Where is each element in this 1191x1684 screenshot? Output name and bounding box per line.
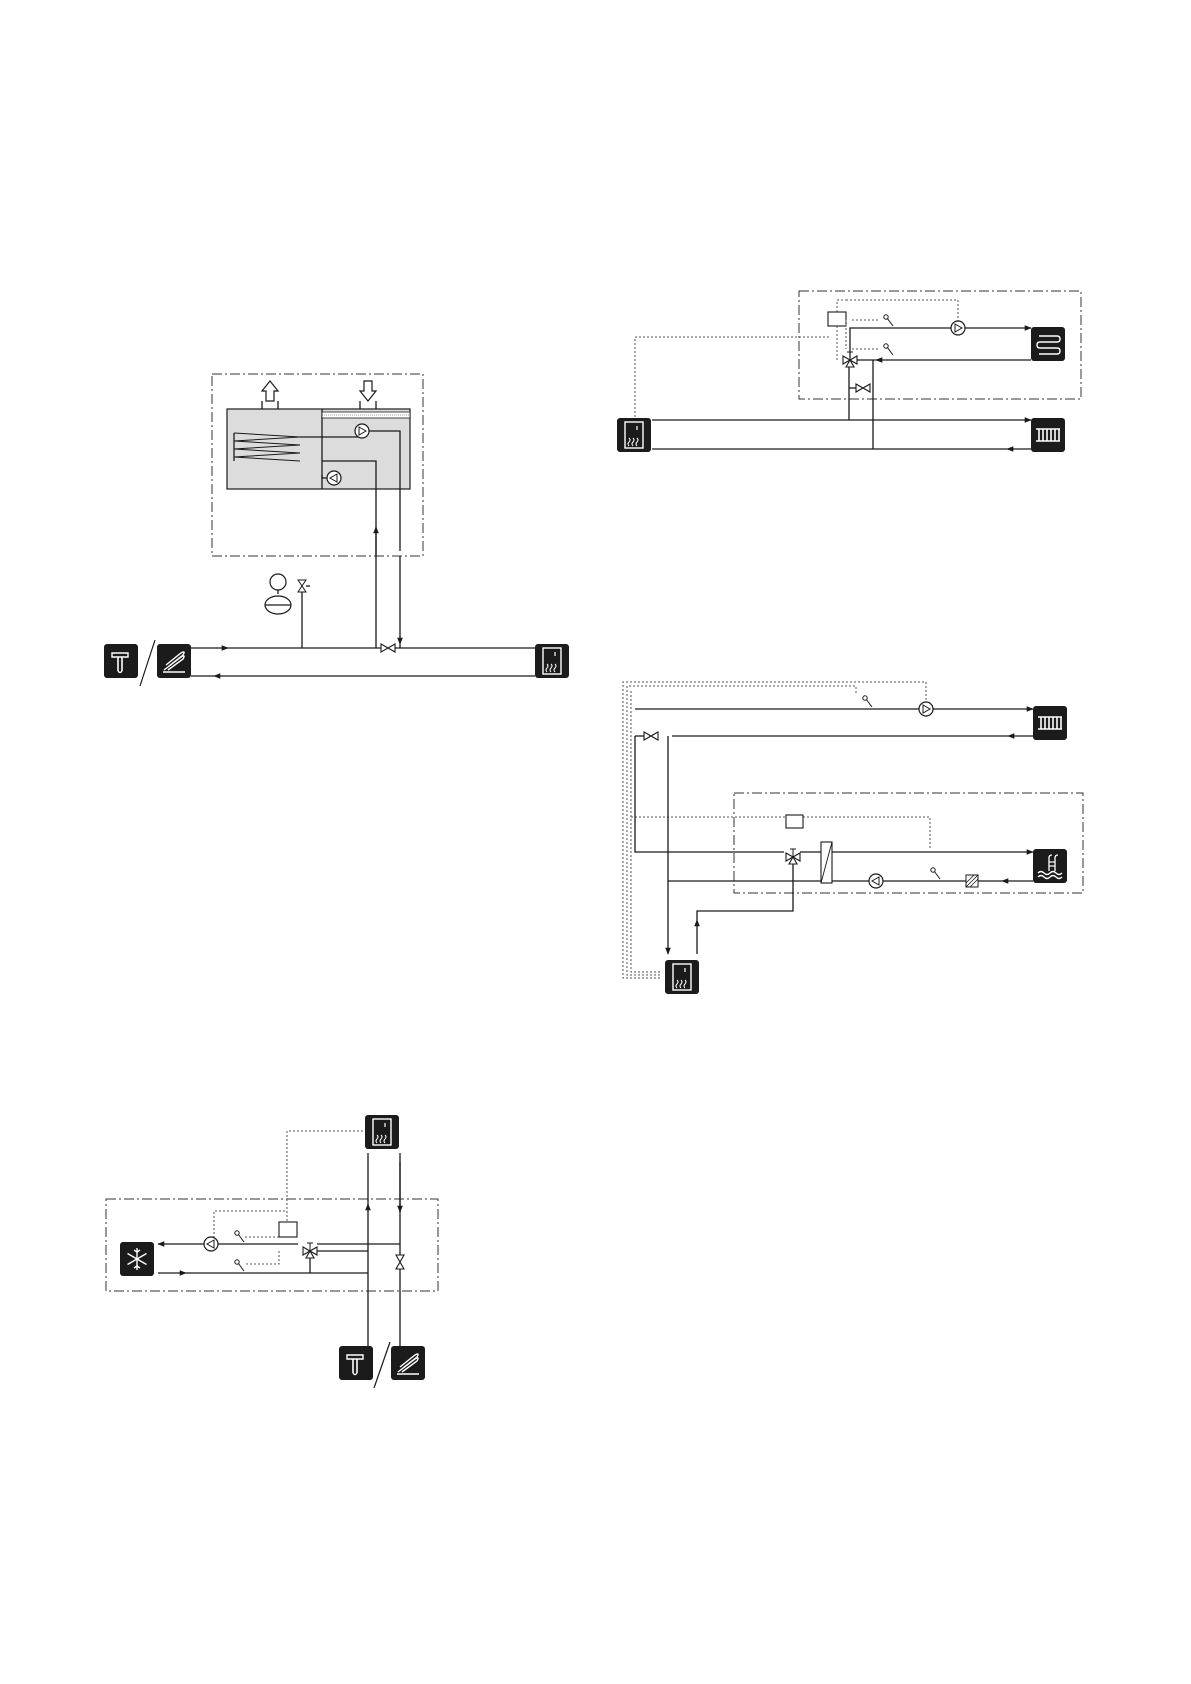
radiator-icon: [1033, 706, 1067, 740]
heat-pump-unit-icon: [665, 960, 699, 994]
temperature-sensor-icon: [931, 868, 940, 879]
control-unit: [828, 312, 846, 326]
temperature-sensor-icon: [235, 1260, 244, 1271]
ground-source-icon: [339, 1346, 373, 1380]
ground-collector-icon: [157, 644, 191, 678]
diagram-ventilation-recovery: [104, 374, 569, 686]
shutoff-valve-icon: [644, 732, 658, 740]
cooling-snowflake-icon: [120, 1242, 154, 1276]
temperature-sensor-icon: [884, 344, 893, 355]
temperature-sensor-icon: [884, 315, 893, 326]
pump-icon: [327, 471, 341, 485]
temperature-sensor-icon: [235, 1231, 244, 1242]
pump-icon: [951, 321, 965, 335]
module-boundary: [106, 1199, 438, 1291]
pump-icon: [355, 424, 369, 438]
heat-pump-unit-icon: [617, 418, 651, 452]
control-unit: [279, 1222, 297, 1237]
mixing-valve-icon: [843, 352, 857, 367]
diagram-pool-heating: [623, 682, 1083, 994]
bypass-valve-icon: [856, 384, 870, 392]
module-boundary: [734, 793, 1083, 893]
diagram-cooling: [106, 1115, 438, 1388]
mixing-valve-icon: [786, 849, 800, 864]
temperature-sensor-icon: [863, 696, 872, 707]
mixing-valve-icon: [303, 1243, 317, 1258]
heat-pump-unit-icon: [365, 1115, 399, 1149]
radiator-icon: [1031, 418, 1065, 452]
module-tank: [227, 409, 410, 489]
shutoff-valve-icon: [381, 644, 395, 652]
diagram-floor-heating-extra-circuit: [617, 291, 1081, 452]
exhaust-air-in-icon: [360, 381, 376, 409]
exhaust-air-out-icon: [262, 381, 278, 409]
ground-collector-icon: [391, 1346, 425, 1380]
pool-icon: [1033, 849, 1067, 883]
control-unit: [786, 815, 803, 828]
ground-source-icon: [104, 644, 138, 678]
shutoff-valve-icon: [396, 1255, 404, 1269]
floor-heating-icon: [1031, 327, 1065, 361]
pump-icon: [204, 1237, 218, 1251]
heat-pump-unit-icon: [535, 644, 569, 678]
pump-icon: [869, 874, 883, 888]
safety-valve-icon: [298, 580, 310, 648]
pump-icon: [919, 702, 933, 716]
expansion-vessel-icon: [265, 574, 291, 614]
